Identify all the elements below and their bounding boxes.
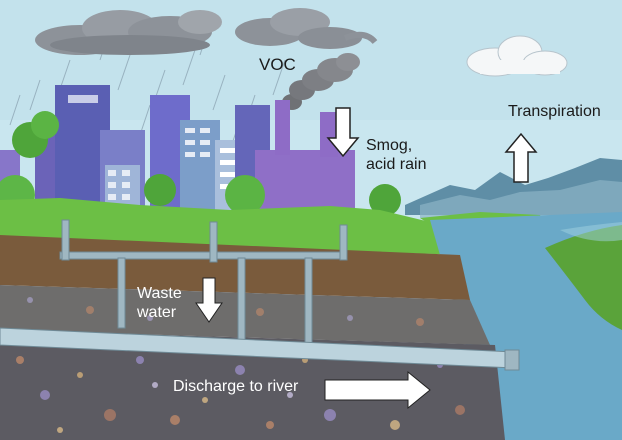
- smoke-plume: [282, 53, 360, 110]
- storm-cloud-left: [35, 10, 222, 55]
- waste-water-arrow: [195, 277, 223, 323]
- discharge-arrow: [324, 370, 431, 410]
- transpiration-label: Transpiration: [508, 103, 601, 120]
- white-cloud: [466, 35, 568, 77]
- transpiration-arrow: [504, 132, 538, 183]
- waste-water-label: Waste water: [137, 285, 182, 321]
- sewer-pipes: [0, 219, 520, 371]
- storm-cloud-center: [235, 8, 378, 49]
- smog-arrow: [326, 107, 360, 158]
- smog-acid-rain-label: Smog, acid rain: [366, 137, 427, 173]
- gravel-speckles: [16, 356, 465, 433]
- discharge-to-river-label: Discharge to river: [173, 378, 299, 395]
- voc-label: VOC: [259, 55, 296, 74]
